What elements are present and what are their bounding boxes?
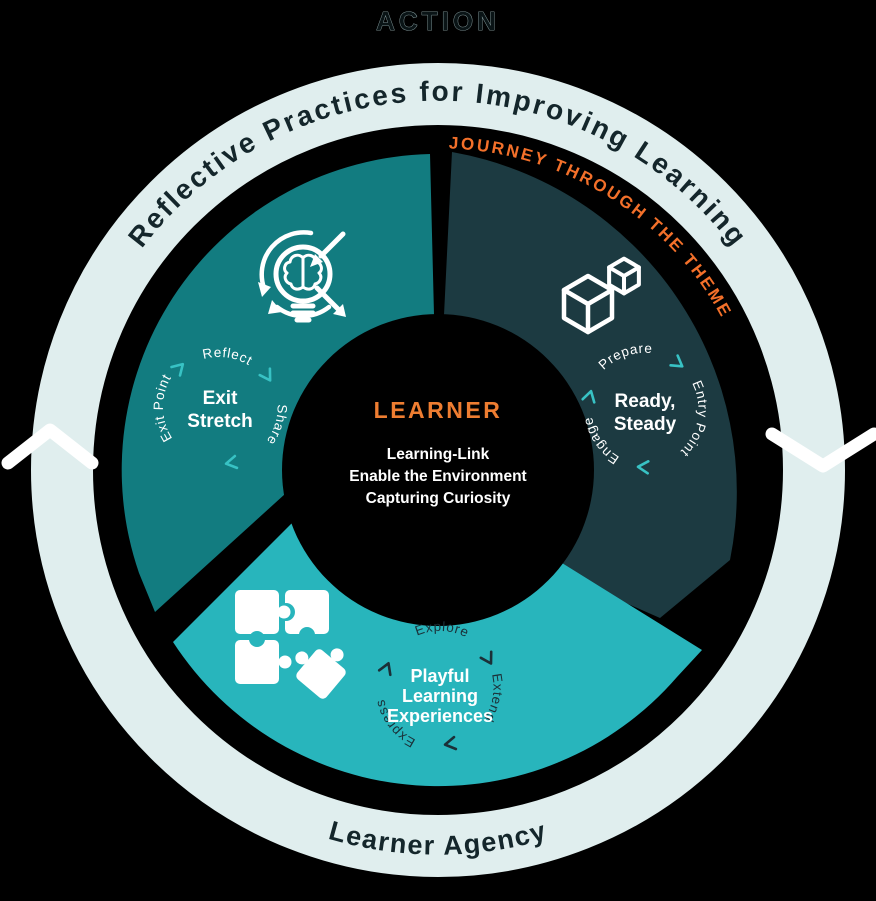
cycle-chevron-icon: [377, 661, 392, 677]
ready-steady-label-line2: Steady: [614, 414, 677, 435]
playful-label-line2: Learning: [402, 686, 478, 706]
brain-lightbulb-cycle-icon: [258, 230, 346, 323]
ring-arrow-down-right-icon: [765, 427, 876, 473]
puzzle-pieces-icon: [235, 590, 346, 699]
exit-stretch-label-line1: Exit: [203, 388, 239, 409]
ready-steady-label-line1: Ready,: [615, 391, 676, 412]
outer-ring: [31, 63, 845, 877]
segment-playful-learning: [173, 523, 702, 787]
center-line-1: Learning-Link: [387, 446, 490, 463]
cycle-chevron-icon: [224, 454, 239, 470]
center-heading: LEARNER: [374, 397, 503, 423]
ring-arrow-up-left-icon: [1, 423, 99, 470]
center-line-2: Enable the Environment: [349, 468, 526, 485]
cycle-chevron-icon: [581, 389, 596, 404]
cycle-chevron-icon: [636, 460, 650, 475]
cycle-chevron-icon: [170, 362, 185, 377]
playful-label-line1: Playful: [410, 666, 469, 686]
exit-stretch-label-line2: Stretch: [187, 411, 252, 432]
action-title: ACTION: [376, 6, 500, 36]
center-line-3: Capturing Curiosity: [366, 490, 511, 507]
center-circle: [282, 314, 594, 626]
segment-ready-steady: [444, 152, 737, 618]
cycle-chevron-icon: [479, 650, 493, 665]
building-blocks-icon: [561, 256, 641, 335]
cycle-chevron-icon: [443, 735, 458, 751]
cycle-chevron-icon: [669, 354, 684, 368]
segment-exit-stretch: [121, 154, 435, 612]
reflect-word-left: Exit Point: [151, 371, 175, 444]
cycle-chevron-icon: [258, 367, 272, 382]
playful-label-line3: Experiences: [387, 706, 493, 726]
